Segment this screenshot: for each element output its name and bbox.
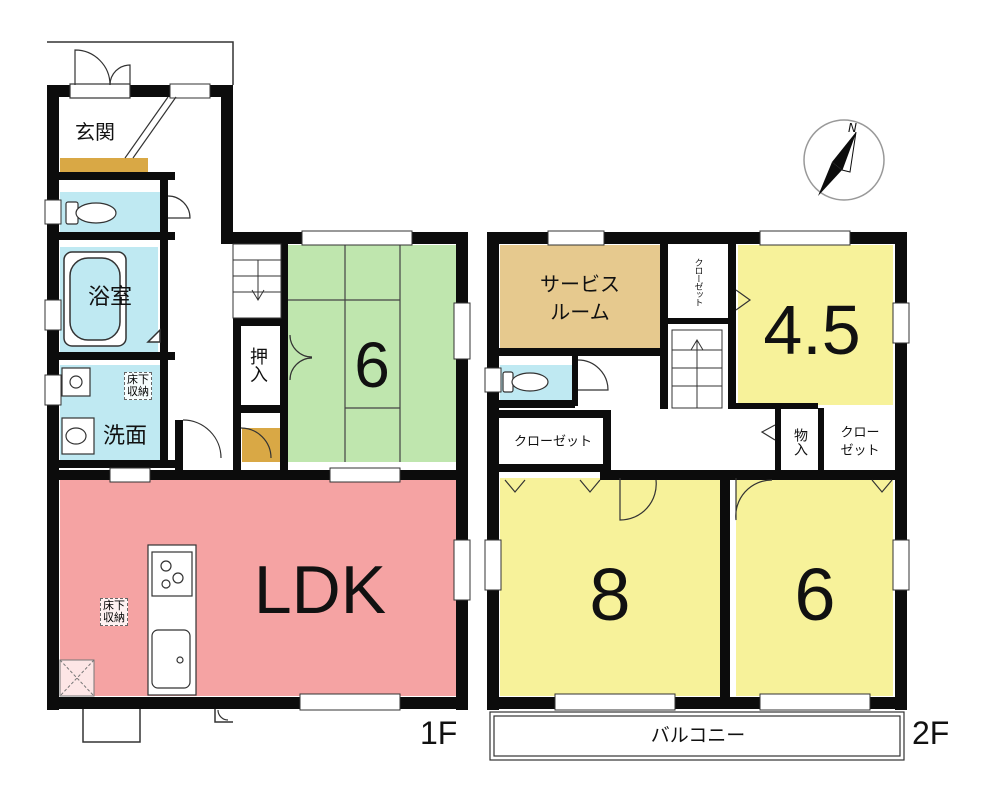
room-8-size: 8 <box>589 553 631 636</box>
closet-vertical-label: クローゼット <box>692 258 703 306</box>
oshiire-label: 押入 <box>247 347 268 383</box>
kitchen-counter <box>147 544 197 696</box>
doors-1f <box>182 334 313 721</box>
japanese-room-size: 6 <box>354 329 390 401</box>
balcony-outline <box>489 711 905 761</box>
doors-2f <box>504 289 893 521</box>
wash-fixtures <box>61 367 95 455</box>
floor-2-label: 2F <box>912 715 950 751</box>
room-6-fill <box>736 478 893 696</box>
windows-2f <box>484 230 910 711</box>
genkan-label: 玄関 <box>75 120 115 144</box>
bath-label: 浴室 <box>87 285 133 310</box>
toilet-1f <box>65 195 191 225</box>
service-room-label-2: ルーム <box>550 300 610 324</box>
closet-right-label-1: クロー <box>840 425 880 441</box>
balcony-label: バルコニー <box>650 724 746 747</box>
ldk-fill <box>60 478 458 696</box>
stairs-2f <box>671 329 723 409</box>
room-45-fill <box>738 245 893 405</box>
floor-1-label: 1F <box>420 715 458 751</box>
stairs-1f <box>232 243 282 319</box>
room-45-size: 4.5 <box>763 291 861 369</box>
ldk-label: LDK <box>253 552 387 628</box>
service-room-fill <box>500 245 660 348</box>
underfloor-storage-ldk-tag: 床下収納 <box>100 598 128 626</box>
toilet-2f <box>502 359 609 393</box>
entrance-door <box>69 49 177 159</box>
bathtub <box>63 251 161 347</box>
room-8-fill <box>500 478 720 696</box>
tatami-lines <box>288 245 401 462</box>
washroom-label: 洗面 <box>102 424 148 449</box>
service-room-label-1: サービス <box>540 272 620 296</box>
genkan-floor <box>60 158 148 172</box>
porch-outline <box>47 41 234 743</box>
fridge-space <box>59 659 95 697</box>
storage-label: 物入 <box>792 428 808 456</box>
japanese-room-fill <box>288 245 458 462</box>
closet-under-fill <box>242 428 282 462</box>
compass-north-label: N <box>848 121 857 135</box>
compass <box>803 119 885 201</box>
closet-right-label-2: ゼット <box>840 443 880 459</box>
room-6-size: 6 <box>794 553 836 636</box>
underfloor-storage-wash-tag: 床下収納 <box>124 372 152 400</box>
windows-1f <box>44 83 471 711</box>
closet-left-label: クローゼット <box>513 434 593 450</box>
